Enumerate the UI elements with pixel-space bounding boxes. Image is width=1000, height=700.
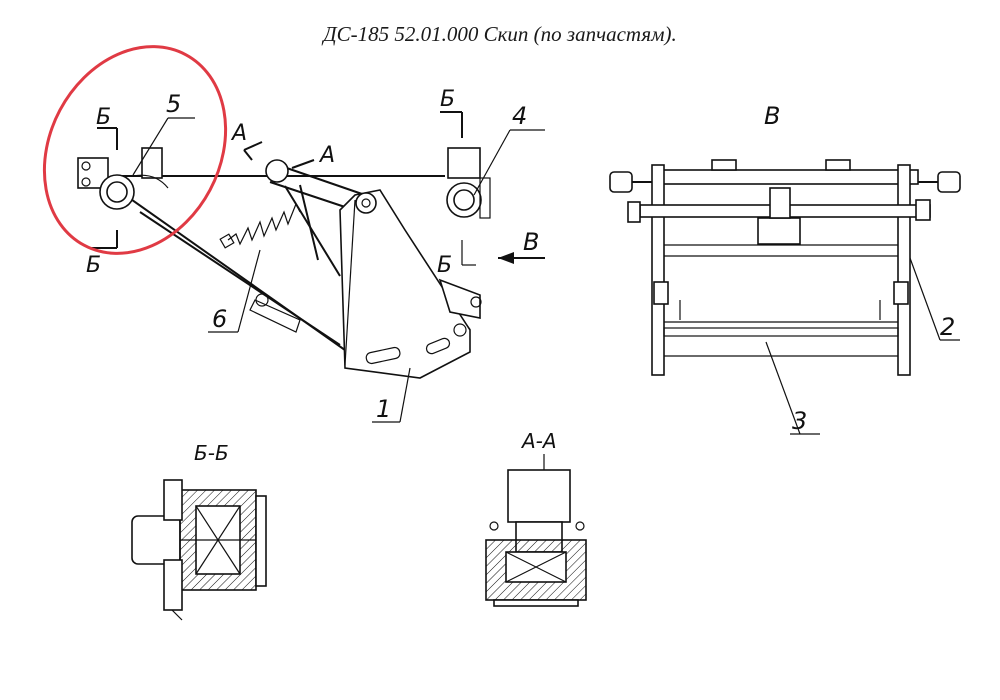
part-1-label: 1 [376,395,391,423]
view-arrow-v: В [498,228,545,264]
section-b-label-right-bottom: Б [437,253,452,278]
section-a-label-left: А [230,121,247,146]
part-2-label: 2 [940,313,955,341]
view-v: В [609,102,961,435]
part-5-label: 5 [166,90,181,118]
part-3-label: 3 [792,407,807,435]
section-b-label-top: Б [96,105,111,130]
drawing-title: ДС-185 52.01.000 Скип (по запчастям). [323,22,677,46]
section-marks-b: Б Б Б Б [86,87,463,278]
section-marks-a: А А [230,121,335,169]
section-b-label-right-top: Б [440,87,455,112]
side-view [77,147,491,379]
part-4-label: 4 [512,102,527,130]
part-6-label: 6 [212,305,227,333]
section-bb-label: Б-Б [194,441,229,465]
section-a-label-right: А [318,143,335,168]
section-aa-label: А-А [520,429,557,453]
section-aa: А-А [485,429,587,607]
section-b-label-bottom: Б [86,253,101,278]
view-v-label: В [764,102,780,130]
section-bb: Б-Б [131,441,267,621]
part-callouts: 5 4 6 1 [132,90,545,423]
highlight-ellipse [42,45,228,255]
view-v-arrow-label: В [523,228,539,256]
